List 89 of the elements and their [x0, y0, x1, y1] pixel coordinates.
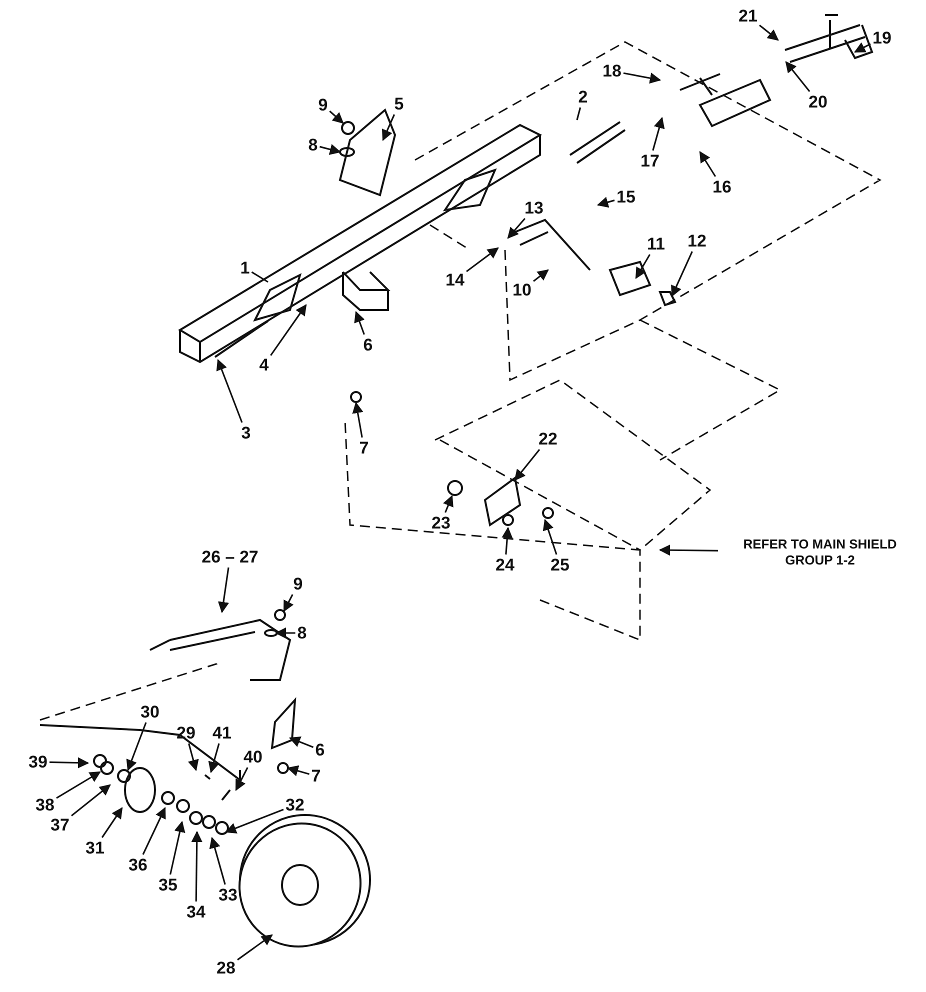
leader-line: [382, 114, 396, 142]
callout-number: 36: [128, 856, 148, 874]
callout-number: 6: [315, 742, 325, 758]
leader-line: [142, 807, 166, 855]
callout-number: 23: [432, 514, 450, 532]
leader-line: [658, 544, 718, 556]
callout-number: 40: [244, 748, 262, 766]
callout-number: 3: [241, 424, 251, 442]
callout-number: 38: [36, 796, 54, 814]
leader-line: [854, 42, 871, 53]
leader-line: [354, 310, 365, 335]
callout-number: 33: [218, 886, 238, 904]
leader-line: [466, 247, 499, 272]
leader-line: [209, 836, 226, 885]
leader-line: [329, 110, 344, 124]
callout-number: 12: [688, 232, 706, 250]
leader-line: [635, 254, 650, 279]
leader-line: [596, 196, 615, 208]
leader-line: [443, 494, 454, 513]
leader-line: [170, 820, 186, 875]
leader-line: [652, 116, 665, 151]
leader-line: [56, 771, 101, 799]
leader-line: [126, 722, 147, 772]
leader-line: [785, 61, 810, 92]
leader-line: [320, 144, 342, 155]
leader-line: [533, 269, 549, 282]
callout-number: 9: [318, 96, 328, 114]
callout-number: 22: [538, 430, 558, 448]
callout-number: 18: [602, 62, 622, 80]
callout-number: 41: [212, 724, 232, 742]
leader-line: [274, 627, 296, 639]
callout-number: 7: [311, 768, 321, 784]
leader-line: [542, 518, 558, 555]
leader-line: [218, 567, 230, 614]
callout-number: 31: [86, 840, 104, 856]
callout-number: 1: [240, 260, 250, 276]
callout-number: 32: [286, 796, 304, 814]
leader-line: [671, 251, 693, 298]
leader-line: [699, 151, 716, 177]
leader-line: [288, 736, 314, 748]
leader-line: [188, 743, 199, 772]
leader-line: [216, 358, 243, 423]
leader-line: [576, 107, 582, 120]
callout-number: 8: [297, 624, 307, 642]
callout-number: 30: [140, 704, 160, 720]
callout-number: 16: [712, 178, 732, 196]
leader-line: [507, 218, 526, 239]
leader-line: [235, 767, 248, 791]
callout-number: 13: [524, 200, 544, 216]
callout-number: 34: [186, 904, 206, 920]
callout-number: 11: [647, 236, 665, 252]
callout-number: 35: [158, 876, 178, 894]
leader-line: [352, 402, 364, 438]
callout-number: 17: [640, 152, 660, 170]
callout-number: 39: [28, 754, 48, 770]
callout-number: 24: [496, 556, 514, 574]
callout-number: 7: [359, 440, 369, 456]
leader-line: [224, 808, 284, 834]
leader-line: [251, 271, 268, 283]
callout-number: 4: [259, 356, 269, 374]
leader-line: [237, 934, 273, 960]
callout-number: 20: [808, 94, 828, 110]
leader-line: [283, 594, 294, 612]
callout-number: 19: [872, 30, 892, 46]
callout-number: 10: [512, 282, 532, 298]
leader-line: [514, 449, 540, 481]
leader-line: [270, 304, 307, 356]
leader-line: [191, 830, 202, 902]
callout-number: 28: [216, 960, 236, 976]
callout-number: 9: [293, 576, 303, 592]
leader-line: [502, 526, 513, 555]
callout-number: 21: [738, 8, 758, 24]
callout-number: 8: [308, 136, 318, 154]
leader-line: [623, 72, 662, 84]
leader-line: [49, 757, 90, 768]
callout-number: 15: [616, 188, 636, 206]
callout-number: 26 – 27: [202, 548, 258, 566]
callout-number: 14: [446, 272, 464, 288]
leader-line: [101, 807, 123, 838]
leader-line: [759, 24, 779, 41]
leader-line: [208, 743, 220, 774]
callout-number: 37: [50, 816, 70, 834]
callout-number: 2: [578, 88, 588, 106]
callout-number: 25: [550, 556, 570, 574]
leader-line: [286, 765, 310, 776]
reference-note: REFER TO MAIN SHIELD GROUP 1-2: [720, 536, 920, 568]
callout-number: 6: [363, 336, 373, 354]
callout-number: 5: [394, 96, 404, 112]
leader-line: [71, 784, 111, 816]
